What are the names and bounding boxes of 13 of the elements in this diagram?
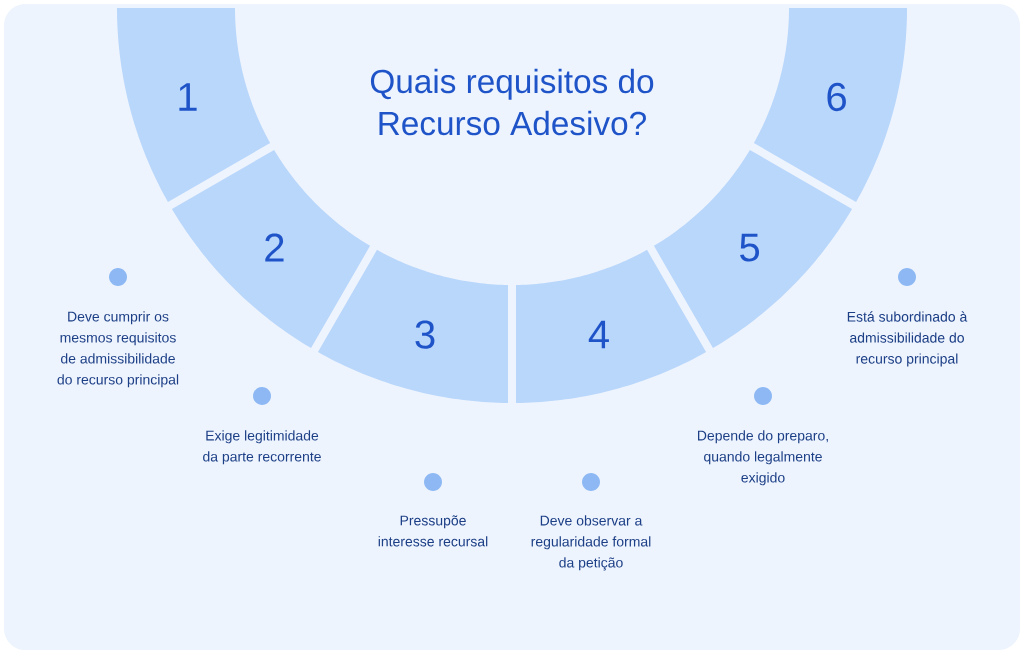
ring-segment: 4 [516, 249, 707, 403]
node-label: 3 [415, 320, 435, 349]
ring-segment: 1 [117, 8, 271, 203]
ring-segment: 3 [318, 249, 508, 403]
node-label: 1 [179, 83, 197, 111]
ring-segment: 6 [753, 8, 907, 203]
requirement-text: Deve observar a regularidade formal da petição [531, 515, 651, 571]
node-label: 4 [588, 320, 609, 349]
node-label: 6 [827, 82, 846, 112]
requirement-text: Pressupõe interesse recursal [378, 515, 488, 547]
requirement-text: Depende do preparo, quando legalmente exigido [698, 430, 828, 486]
title: Quais requisitos do Recurso Adesivo? [370, 68, 654, 136]
requirement-text: Exige legitimidade da parte recorrente [203, 430, 321, 465]
